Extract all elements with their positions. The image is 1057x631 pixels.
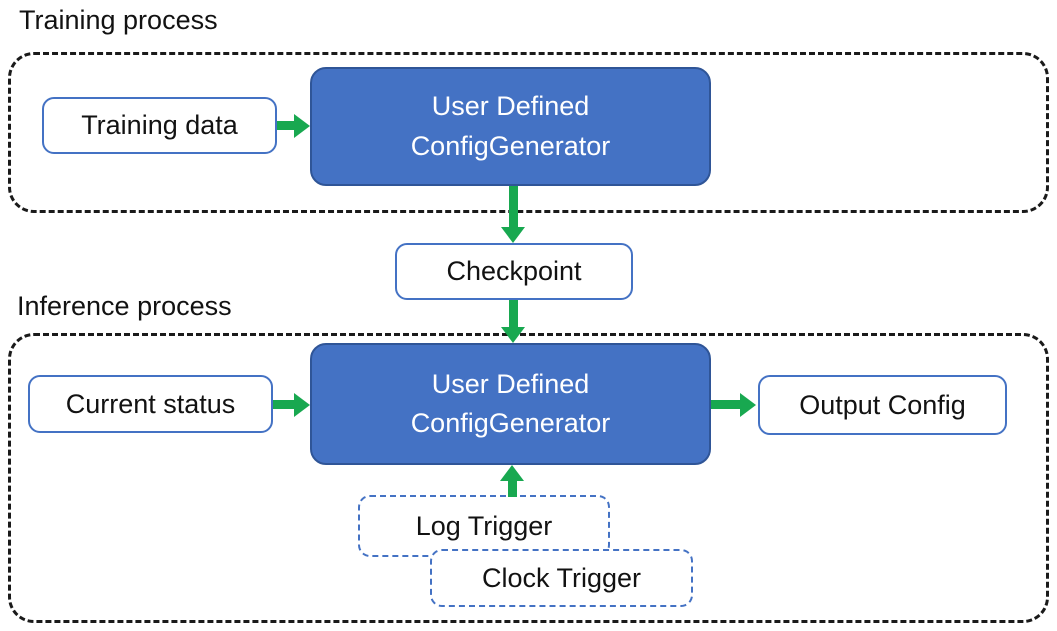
config-generator-inference-line2: ConfigGenerator xyxy=(410,408,611,438)
checkpoint-label: Checkpoint xyxy=(446,256,582,287)
training-section-label: Training process xyxy=(19,5,218,35)
arrow-head-right-icon xyxy=(294,114,310,138)
inference-section-label: Inference process xyxy=(17,291,232,321)
current-status-node: Current status xyxy=(28,375,273,433)
arrow-head-right-icon xyxy=(294,393,310,417)
config-generator-training-line1: User Defined xyxy=(431,91,590,122)
arrow-shaft xyxy=(509,300,518,329)
config-generator-node-training: User Defined ConfigGenerator xyxy=(310,67,711,186)
training-data-node: Training data xyxy=(42,97,277,154)
clock-trigger-node: Clock Trigger xyxy=(430,549,693,607)
config-generator-training-line2: ConfigGenerator xyxy=(410,130,611,161)
current-status-label: Current status xyxy=(65,388,236,419)
arrow-head-down-icon xyxy=(501,227,525,243)
config-generator-inference-line1: User Defined xyxy=(431,368,590,399)
log-trigger-label: Log Trigger xyxy=(415,510,553,541)
config-generator-node-inference: User Defined ConfigGenerator xyxy=(310,343,711,465)
training-data-label: Training data xyxy=(81,110,238,141)
training-process-container xyxy=(8,52,1049,213)
arrow-shaft xyxy=(277,121,296,130)
arrow-head-down-icon xyxy=(501,327,525,343)
arrow-head-right-icon xyxy=(740,393,756,417)
arrow-shaft xyxy=(711,400,741,409)
checkpoint-node: Checkpoint xyxy=(395,243,633,300)
log-trigger-node: Log Trigger xyxy=(358,495,610,557)
clock-trigger-label: Clock Trigger xyxy=(481,562,642,593)
arrow-shaft xyxy=(273,400,295,409)
arrow-shaft xyxy=(508,480,517,497)
output-config-label: Output Config xyxy=(799,389,966,420)
inference-process-container xyxy=(8,333,1049,623)
arrow-shaft xyxy=(509,186,518,228)
arrow-head-up-icon xyxy=(500,465,524,481)
output-config-node: Output Config xyxy=(758,375,1007,435)
